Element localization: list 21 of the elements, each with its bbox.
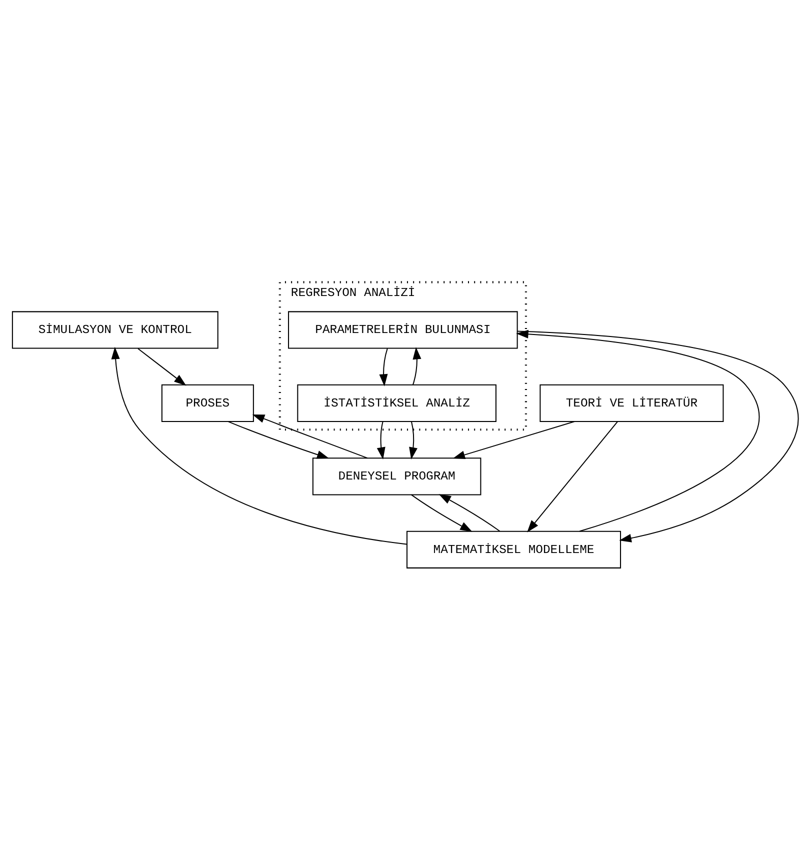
arrow bbox=[411, 494, 472, 532]
node-box: PARAMETRELERİN BULUNMASI bbox=[288, 310, 518, 348]
arrow bbox=[111, 346, 407, 544]
arrow bbox=[252, 414, 368, 458]
node-box: SİMULASYON VE KONTROL bbox=[12, 310, 218, 348]
node-box: MATEMATİKSEL MODELLEME bbox=[406, 530, 622, 568]
arrow bbox=[409, 421, 418, 460]
arrow bbox=[412, 346, 422, 384]
arrow bbox=[527, 420, 618, 532]
arrow bbox=[376, 421, 386, 460]
arrow bbox=[379, 348, 388, 386]
arrow bbox=[228, 420, 330, 458]
node-box: İSTATİSTİKSEL ANALİZ bbox=[297, 384, 496, 422]
arrow bbox=[438, 494, 500, 532]
arrow bbox=[517, 330, 799, 542]
arrow bbox=[516, 329, 760, 532]
node-box: PROSES bbox=[161, 384, 254, 422]
arrow bbox=[452, 420, 575, 458]
node-box: TEORİ VE LİTERATÜR bbox=[540, 384, 724, 422]
arrow bbox=[138, 348, 186, 386]
node-box: DENEYSEL PROGRAM bbox=[312, 457, 482, 495]
